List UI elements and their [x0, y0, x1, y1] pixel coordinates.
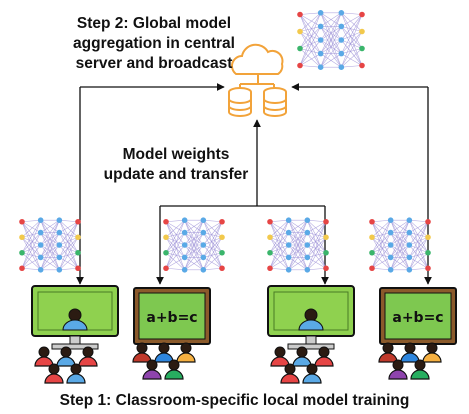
database-icon: [263, 87, 287, 117]
step1-label: Step 1: Classroom-specific local model t…: [59, 392, 410, 409]
board-equation: a+b=c: [392, 310, 443, 326]
classroom-monitor-icon: [267, 285, 355, 384]
weights-transfer-label: Model weights update and transfer: [103, 146, 249, 183]
classroom-monitor-icon: [31, 285, 119, 384]
local-model-network-icon: [163, 217, 225, 273]
broadcast-arrows: [76, 83, 432, 285]
local-model-network-icon: [369, 217, 431, 273]
weights-transfer-arrows: [156, 119, 329, 285]
classroom-chalkboard-icon: a+b=c: [132, 287, 211, 380]
step2-label: Step 2: Global model aggregation in cent…: [73, 15, 235, 72]
global-model-network-icon: [297, 10, 365, 70]
cloud-server-icon: [231, 43, 284, 90]
local-model-network-icon: [19, 217, 81, 273]
database-icon: [228, 87, 252, 117]
classroom-chalkboard-icon: a+b=c: [378, 287, 457, 380]
board-equation: a+b=c: [146, 310, 197, 326]
local-model-network-icon: [267, 217, 329, 273]
